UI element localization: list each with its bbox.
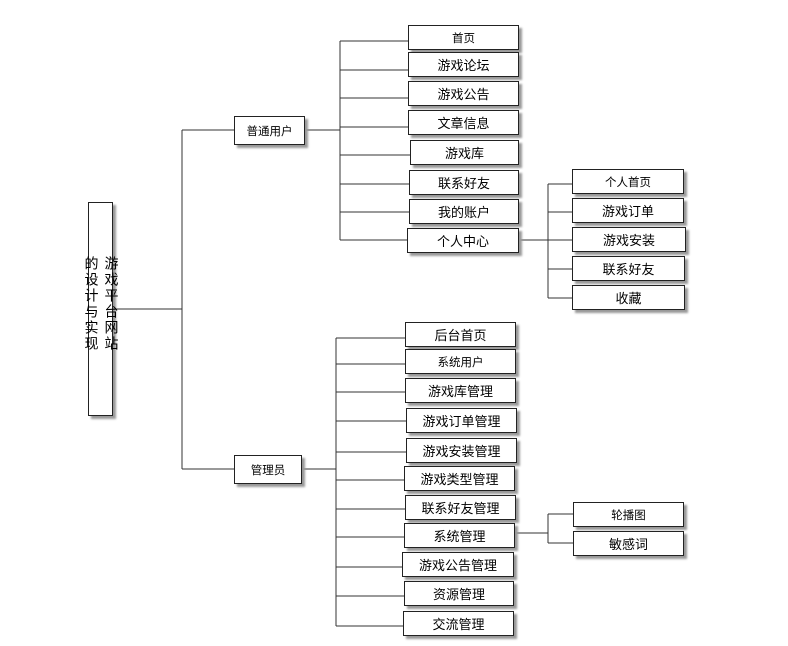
admin-item-install-mgmt: 游戏安装管理	[406, 438, 517, 463]
admin-node: 管理员	[234, 455, 302, 484]
admin-item-announcement-mgmt: 游戏公告管理	[402, 552, 514, 577]
personal-item-contacts: 联系好友	[572, 256, 685, 281]
root-title: 游戏平台网站的设计与实现	[82, 256, 119, 352]
root-node: 游戏平台网站的设计与实现	[83, 202, 119, 416]
admin-item-order-mgmt: 游戏订单管理	[406, 408, 517, 433]
admin-item-communication-mgmt: 交流管理	[403, 611, 514, 636]
user-item-articles: 文章信息	[408, 110, 519, 135]
admin-item-type-mgmt: 游戏类型管理	[404, 466, 515, 491]
system-item-sensitive-words: 敏感词	[573, 531, 684, 556]
personal-item-install: 游戏安装	[572, 227, 686, 252]
admin-item-system-users: 系统用户	[405, 349, 516, 374]
user-item-announcement: 游戏公告	[408, 81, 519, 106]
admin-item-dashboard: 后台首页	[405, 322, 516, 347]
system-item-carousel: 轮播图	[573, 502, 684, 527]
admin-item-contacts-mgmt: 联系好友管理	[405, 495, 516, 520]
personal-item-favorites: 收藏	[572, 285, 685, 310]
user-item-personal-center: 个人中心	[407, 228, 519, 253]
user-node: 普通用户	[234, 116, 305, 145]
admin-item-game-library-mgmt: 游戏库管理	[405, 378, 516, 403]
user-item-forum: 游戏论坛	[408, 52, 519, 77]
user-item-game-library: 游戏库	[410, 140, 519, 165]
personal-item-home: 个人首页	[572, 169, 684, 194]
admin-item-resource-mgmt: 资源管理	[404, 581, 514, 606]
user-item-home: 首页	[408, 25, 519, 50]
admin-item-system-mgmt: 系统管理	[404, 523, 515, 548]
user-item-contacts: 联系好友	[409, 170, 519, 195]
personal-item-orders: 游戏订单	[572, 198, 684, 223]
user-item-account: 我的账户	[409, 199, 519, 224]
